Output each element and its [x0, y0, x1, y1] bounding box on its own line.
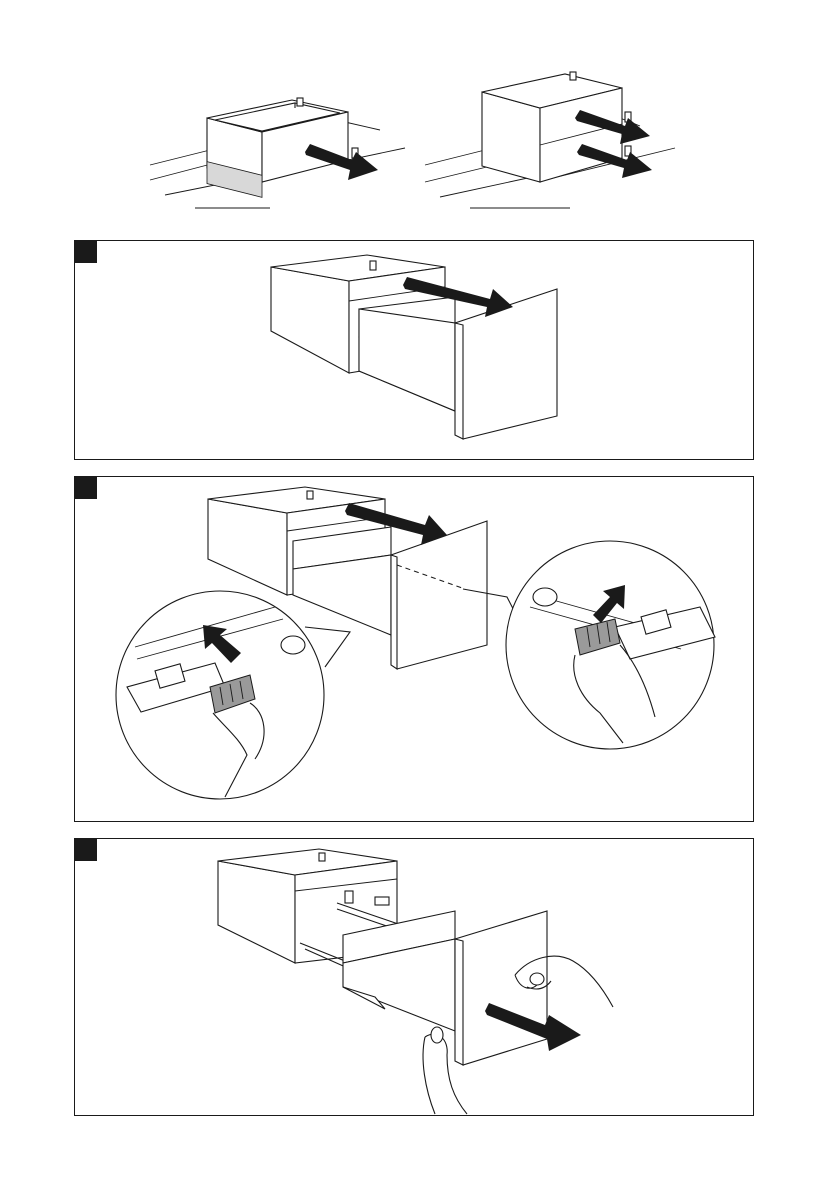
panel-1-illustration	[75, 241, 755, 461]
top-illustrations	[0, 0, 840, 230]
panel-3-illustration	[75, 839, 755, 1117]
panel-step-2	[74, 476, 754, 822]
detail-circle-right	[463, 541, 715, 749]
cabinet-low	[207, 98, 358, 197]
panel-2-illustration	[75, 477, 755, 823]
panel-step-3	[74, 838, 754, 1116]
detail-circle-left	[116, 591, 350, 799]
panel-step-1	[74, 240, 754, 460]
